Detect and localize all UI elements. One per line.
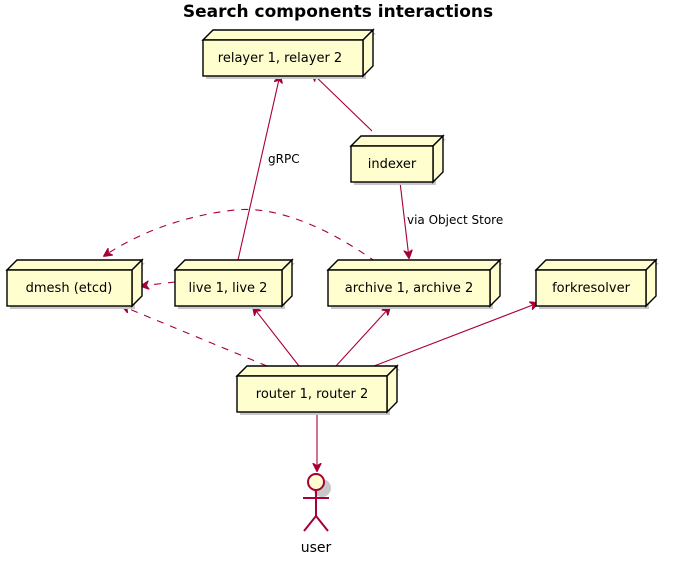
edge-router-forkresolver bbox=[373, 303, 538, 367]
node-router: router 1, router 2 bbox=[235, 364, 400, 415]
node-archive-label: archive 1, archive 2 bbox=[345, 281, 474, 296]
user-icon bbox=[303, 473, 331, 532]
edge-label-object-store: via Object Store bbox=[407, 213, 503, 227]
edge-live-relayer bbox=[237, 75, 280, 261]
edge-indexer-archive bbox=[399, 181, 409, 258]
node-relayer-label: relayer 1, relayer 2 bbox=[218, 51, 342, 66]
node-forkresolver-label: forkresolver bbox=[552, 281, 630, 296]
edge-label-grpc: gRPC bbox=[268, 152, 300, 166]
node-archive: archive 1, archive 2 bbox=[326, 258, 503, 309]
node-relayer: relayer 1, relayer 2 bbox=[201, 28, 376, 79]
node-live: live 1, live 2 bbox=[173, 258, 295, 309]
edge-archive-dmesh bbox=[104, 208, 377, 263]
actor-user: user bbox=[301, 473, 332, 556]
diagram-title: Search components interactions bbox=[183, 2, 493, 22]
node-forkresolver: forkresolver bbox=[534, 258, 659, 309]
node-router-label: router 1, router 2 bbox=[256, 387, 368, 402]
edge-indexer-relayer bbox=[312, 73, 373, 132]
node-indexer: indexer bbox=[349, 134, 446, 185]
node-dmesh: dmesh (etcd) bbox=[5, 258, 145, 309]
edge-router-archive bbox=[335, 307, 390, 367]
actor-user-label: user bbox=[301, 540, 332, 556]
edge-router-dmesh bbox=[122, 306, 268, 367]
node-live-label: live 1, live 2 bbox=[189, 281, 268, 296]
edge-router-live bbox=[253, 307, 300, 367]
edge-live-dmesh bbox=[141, 282, 176, 286]
node-indexer-label: indexer bbox=[368, 157, 417, 172]
node-dmesh-label: dmesh (etcd) bbox=[26, 281, 113, 296]
